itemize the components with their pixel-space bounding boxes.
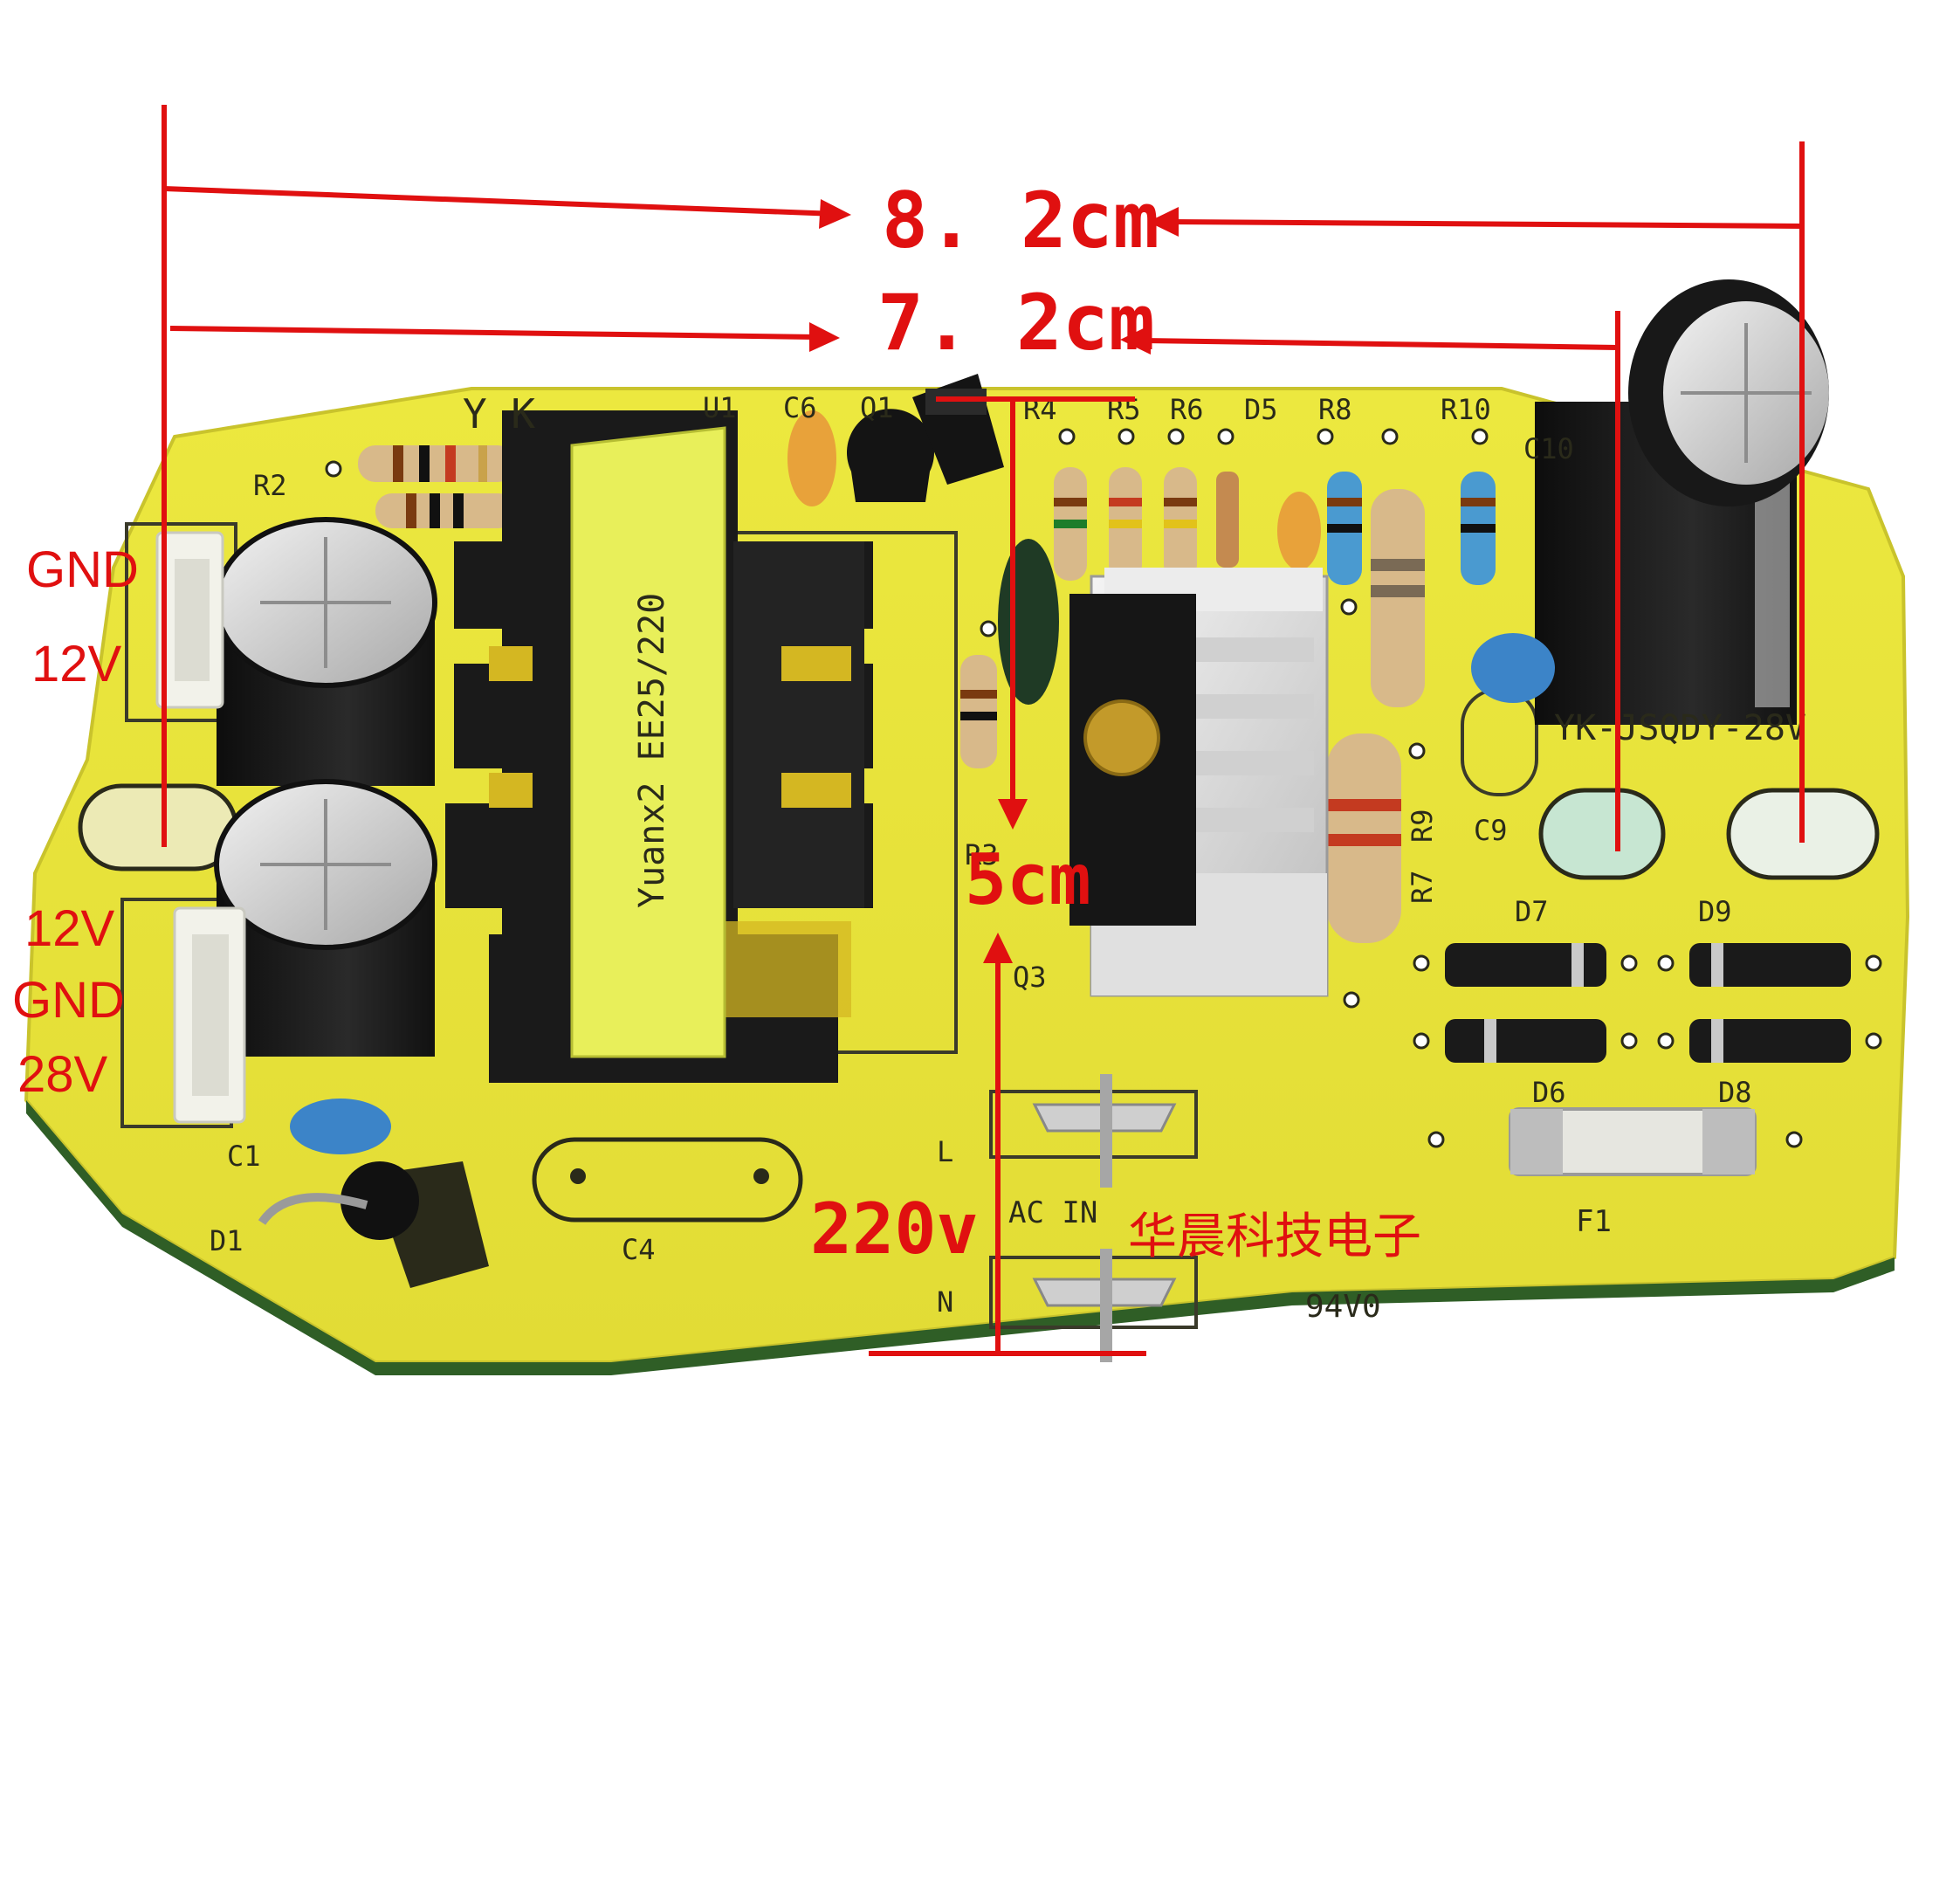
diode-d5 [1216, 472, 1239, 568]
cap-c6 [787, 410, 836, 506]
ref-d7: D7 [1515, 895, 1549, 928]
silkscreen-text: Y K U1 C6 Q1 R4 R5 R6 D5 R8 R10 C10 R2 Y… [210, 390, 1806, 1325]
ref-r8: R8 [1318, 393, 1352, 426]
diode-d1 [258, 1161, 489, 1288]
brand-silk: Y K [463, 390, 535, 437]
dim-width-total: 8. 2cm [882, 176, 1159, 265]
watermark-text: 华晨科技电子 [1128, 1209, 1421, 1265]
ref-r3: R3 [965, 838, 999, 871]
ref-c1: C1 [227, 1140, 261, 1173]
ref-r7: R7 [1406, 870, 1439, 904]
ref-d1: D1 [210, 1224, 244, 1257]
ref-c6: C6 [783, 391, 817, 424]
ac-l-outline [989, 1090, 1198, 1159]
label-12v-upper: 12V [31, 636, 122, 692]
ref-d6: D6 [1532, 1076, 1566, 1109]
ac-n-outline [989, 1256, 1198, 1329]
fuse-f1 [1509, 1107, 1757, 1176]
ref-r6: R6 [1170, 393, 1204, 426]
label-gnd-lower: GND [12, 972, 125, 1029]
electrolytic-capacitors [214, 279, 1829, 1057]
label-28v-lower: 28V [17, 1046, 108, 1103]
cap-c1 [290, 1099, 391, 1154]
ref-d8: D8 [1718, 1076, 1752, 1109]
silk-neutral: N [937, 1285, 953, 1319]
dim-width-holes: 7. 2cm [877, 278, 1155, 368]
resistors [358, 445, 1496, 943]
cap-c9 [1471, 633, 1555, 703]
mounting-slots [78, 783, 1880, 1223]
silk-rating: 94V0 [1305, 1289, 1381, 1325]
silk-line: L [937, 1135, 953, 1168]
label-12v-lower: 12V [24, 900, 115, 957]
ref-u1: U1 [703, 391, 737, 424]
silk-ac-in: AC IN [1008, 1195, 1097, 1230]
connectors [155, 531, 246, 1124]
ref-d9: D9 [1698, 895, 1732, 928]
label-gnd-upper: GND [26, 541, 139, 598]
ref-r2: R2 [253, 469, 287, 502]
ref-r9: R9 [1406, 809, 1439, 843]
transformer-label: Yuanx2 EE25/220 [632, 593, 672, 908]
heatsink [1069, 568, 1329, 997]
dim-height: 5cm [965, 839, 1091, 920]
measurement-annotations: 8. 2cm 7. 2cm 5cm 220v GND 12V 12V GND 2… [12, 105, 1805, 1356]
ref-c9: C9 [1474, 814, 1508, 847]
transformer: Yuanx2 EE25/220 [445, 410, 873, 1083]
bridge-diodes [1445, 943, 1851, 1063]
ref-r10: R10 [1441, 393, 1491, 426]
ref-q3: Q3 [1013, 961, 1047, 994]
inductor [998, 539, 1059, 705]
dim-input-voltage: 220v [810, 1188, 979, 1270]
ref-f1: F1 [1576, 1204, 1612, 1239]
model-silk: YK-JSQDY-28V [1554, 708, 1806, 748]
ref-c4: C4 [622, 1233, 656, 1266]
ac-terminals [1032, 1074, 1177, 1362]
ref-q1: Q1 [860, 391, 894, 424]
ref-d5: D5 [1244, 393, 1278, 426]
ref-c10: C10 [1523, 432, 1574, 465]
cap-cr [1277, 492, 1321, 570]
